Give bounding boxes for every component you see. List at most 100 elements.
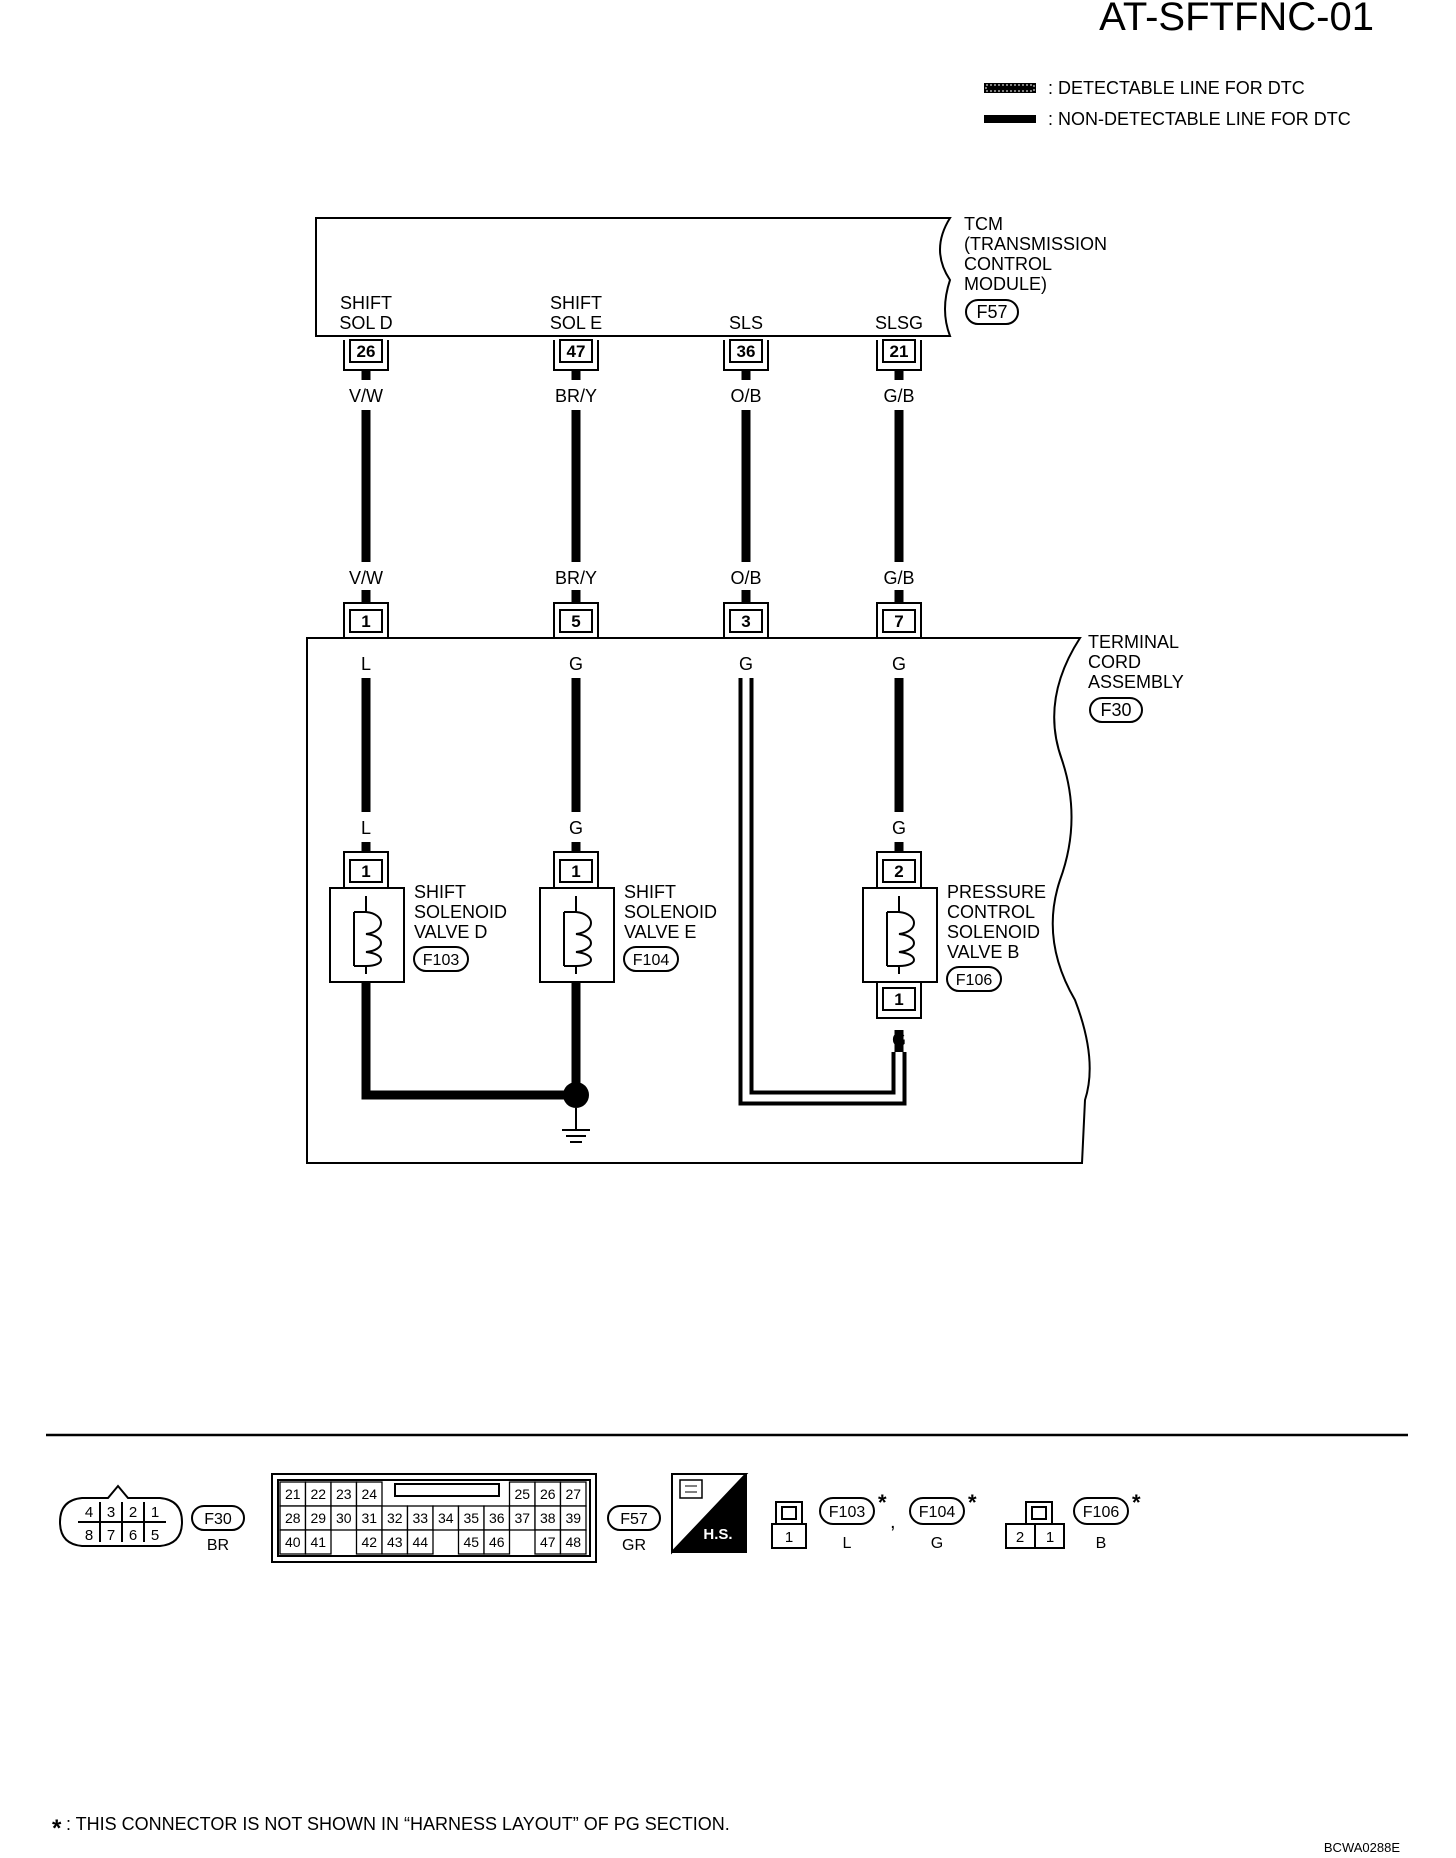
terminal-cord-line-1: TERMINAL [1088,632,1179,652]
tcm-line-2: (TRANSMISSION [964,234,1107,254]
f106-color: B [1096,1535,1107,1552]
f30-pin: 4 [85,1504,93,1521]
hs-badge: H.S. [671,1473,749,1555]
terminal-cord-connector-name: F30 [1100,700,1131,720]
tc-pin-7: 7 [894,612,903,631]
coil-icon [365,911,382,967]
sol-e-line-1: SHIFT [624,882,676,902]
connector-f103-f104-view: 1 F103 * , L F104 * G [771,1490,977,1552]
legend-detectable-swatch [984,83,1036,93]
f30-pin: 3 [107,1504,115,1521]
f57-pin: 41 [310,1534,326,1550]
f57-cell [406,1505,434,1531]
f57-pin: 28 [285,1510,301,1526]
sol-b-line-4: VALVE B [947,942,1019,962]
legend-non-detectable-text: : NON-DETECTABLE LINE FOR DTC [1048,109,1351,129]
coil-icon [898,911,915,967]
sol-b-line-2: CONTROL [947,902,1035,922]
f57-cell [534,1529,562,1555]
f57-pin: 22 [310,1486,326,1502]
comma: , [890,1511,896,1533]
wire-color-ob-top: O/B [730,386,761,406]
f30-name: F30 [204,1511,232,1528]
f57-pin: 30 [336,1510,352,1526]
f57-pin: 32 [387,1510,403,1526]
sol-b-line-3: SOLENOID [947,922,1040,942]
ground-circuit [361,982,590,1143]
tcm-line-1: TCM [964,214,1003,234]
f57-pin: 23 [336,1486,352,1502]
f57-cell [432,1505,460,1531]
f30-pin: 2 [129,1504,137,1521]
terminal-cord-line-2: CORD [1088,652,1141,672]
f57-color: GR [622,1537,646,1554]
f103-color: L [843,1535,852,1552]
tcm-t2-label1: SHIFT [550,293,602,313]
coil-icon [575,911,592,967]
sol-b-connector: F106 [956,972,993,989]
sol-d-wire-label: L [361,818,371,838]
f103-star: * [878,1490,887,1515]
tcm-pin-36: 36 [737,342,756,361]
upper-wires: V/W BR/Y O/B G/B V/W BR/Y O/B G/B [349,370,915,603]
terminal-cord-pins: 1 5 3 7 [343,602,922,638]
sol-d-line-3: VALVE D [414,922,487,942]
tcm-module: TCM (TRANSMISSION CONTROL MODULE) F57 SH… [315,214,1107,337]
tcm-pin-21: 21 [890,342,909,361]
tc-pin-5: 5 [571,612,580,631]
f106-pin: 1 [1046,1529,1054,1546]
f57-cell [355,1529,383,1555]
tcm-line-4: MODULE) [964,274,1047,294]
sol-b-wire-label: G [892,818,906,838]
hs-label: H.S. [703,1526,732,1543]
f57-pin: 46 [489,1534,505,1550]
sol-d-connector: F103 [423,952,460,969]
f57-pin: 34 [438,1510,454,1526]
f57-cell [508,1505,536,1531]
footnote-star: * [52,1815,62,1842]
tc-pin-1: 1 [361,612,370,631]
f57-pin: 26 [540,1486,556,1502]
f57-pin: 36 [489,1510,505,1526]
connector-f106-view: 2 1 F106 * B [1005,1490,1141,1552]
f30-pin: 5 [151,1527,159,1544]
footnote: * : THIS CONNECTOR IS NOT SHOWN IN “HARN… [52,1814,730,1842]
f57-cell [457,1529,485,1555]
f106-star: * [1132,1490,1141,1515]
f57-cell [279,1529,307,1555]
doc-id: AT-SFTFNC-01 [1099,0,1374,39]
tc-pin-3: 3 [741,612,750,631]
f30-pin: 6 [129,1527,137,1544]
sol-e-connector: F104 [633,952,670,969]
connector-icon [679,1479,703,1499]
f57-cell [355,1481,383,1507]
f57-pin: 25 [514,1486,530,1502]
legend-detectable-text: : DETECTABLE LINE FOR DTC [1048,78,1305,98]
tcm-t1-label1: SHIFT [340,293,392,313]
connector-latch [394,1483,500,1497]
f57-pin: 21 [285,1486,301,1502]
f103-name: F103 [829,1504,866,1521]
figure-code: BCWA0288E [1324,1840,1400,1855]
f57-cell [457,1505,485,1531]
f57-pin: 24 [361,1486,377,1502]
f106-name: F106 [1083,1504,1120,1521]
f57-cell [304,1529,332,1555]
sol-e-pin: 1 [571,862,580,881]
footnote-text: : THIS CONNECTOR IS NOT SHOWN IN “HARNES… [66,1814,730,1834]
wire-color-ob-bottom: O/B [730,568,761,588]
legend: : DETECTABLE LINE FOR DTC : NON-DETECTAB… [984,78,1351,129]
tcm-t2-label2: SOL E [550,313,602,333]
f57-pin: 43 [387,1534,403,1550]
inner-wire-g2-top: G [739,654,753,674]
f57-pin: 45 [463,1534,479,1550]
f57-pin: 31 [361,1510,377,1526]
f57-pin: 33 [412,1510,428,1526]
f57-cell [559,1529,587,1555]
f57-pin: 27 [565,1486,581,1502]
f104-star: * [968,1490,977,1515]
inner-wire-g1-top: G [569,654,583,674]
tcm-connector-badge [965,299,1019,325]
f30-pin: 1 [151,1504,159,1521]
